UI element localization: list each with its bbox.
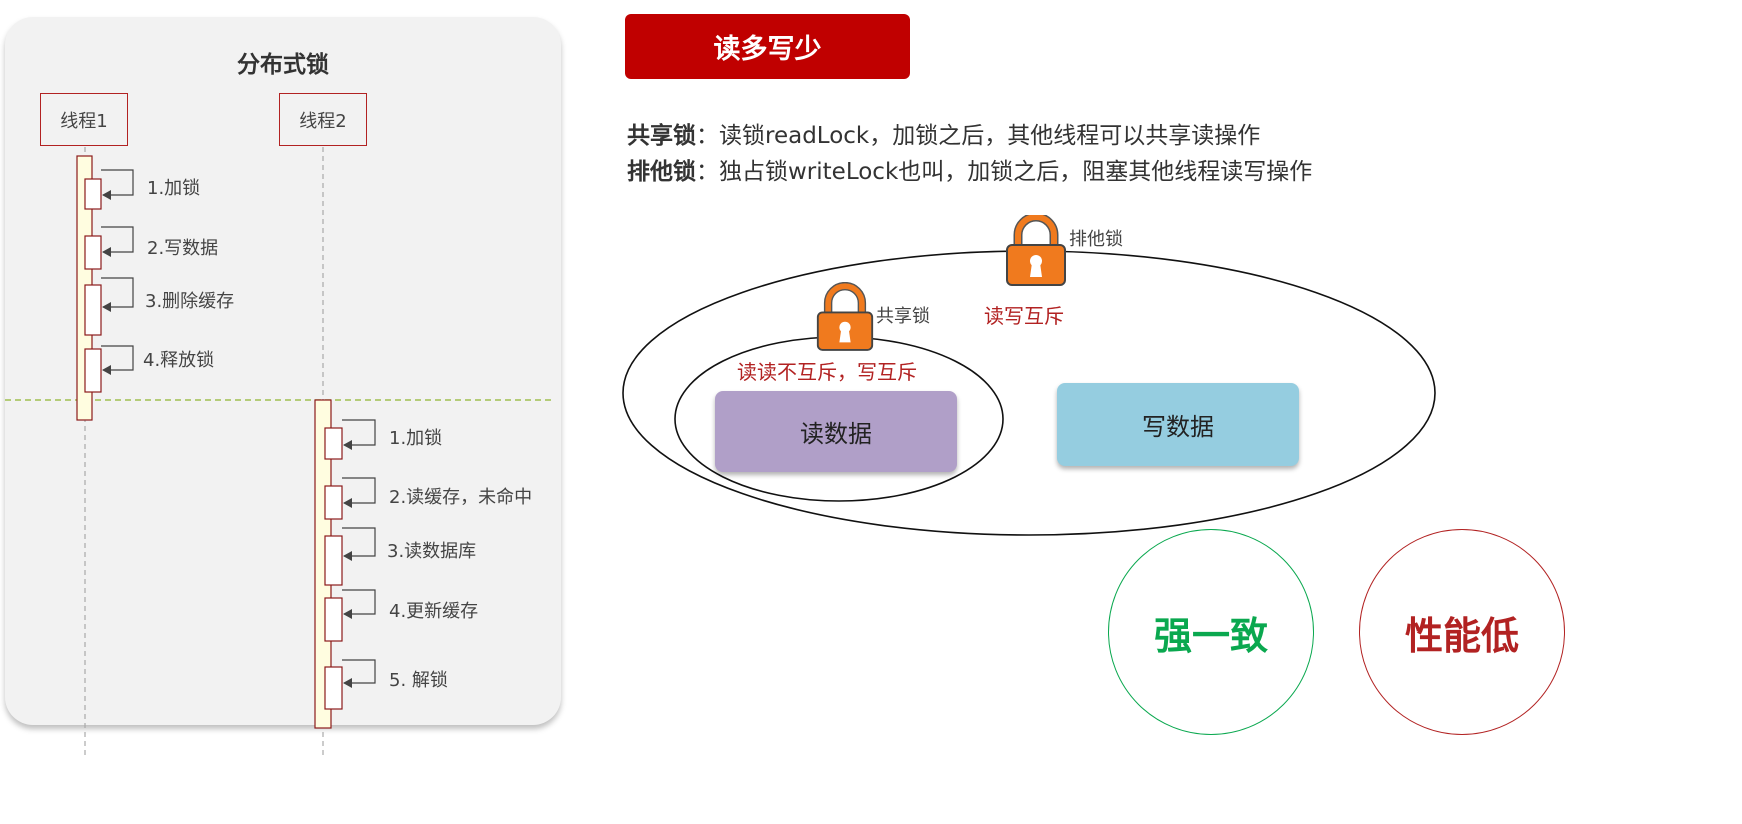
thread1-step4-arrow xyxy=(101,345,134,375)
shared-lock-text: ：读锁readLock，加锁之后，其他线程可以共享读操作 xyxy=(696,123,1261,149)
thread1-step2-activation xyxy=(84,235,102,270)
exclusive-lock-icon xyxy=(1006,215,1066,286)
thread1-step3-activation xyxy=(84,284,102,336)
shared-lock-term: 共享锁 xyxy=(627,123,696,149)
thread1-step1-label: 1.加锁 xyxy=(147,178,201,199)
thread1-step4-activation xyxy=(84,348,102,393)
thread2-step5-arrow xyxy=(342,659,376,688)
thread2-step1-activation xyxy=(324,427,343,460)
rw-mutex-note: 读写互斥 xyxy=(984,304,1064,328)
thread1-step3-label: 3.删除缓存 xyxy=(145,291,235,312)
shared-lock-icon xyxy=(816,282,874,351)
sequence-diagram-panel: 分布式锁 xyxy=(5,17,561,757)
thread1-header: 线程1 xyxy=(40,93,128,146)
thread1-step3-arrow xyxy=(101,277,134,312)
thread2-step3-label: 3.读数据库 xyxy=(387,541,477,562)
thread2-step5-activation xyxy=(324,666,343,710)
thread2-step1-label: 1.加锁 xyxy=(389,428,443,449)
write-data-box: 写数据 xyxy=(1057,383,1299,466)
panel-title: 分布式锁 xyxy=(237,52,329,78)
thread1-step1-activation xyxy=(84,178,102,210)
thread1-step2-label: 2.写数据 xyxy=(147,238,219,259)
exclusive-lock-text: ：独占锁writeLock也叫，加锁之后，阻塞其他线程读写操作 xyxy=(696,159,1313,185)
thread1-self-calls xyxy=(84,178,102,393)
thread2-step4-label: 4.更新缓存 xyxy=(389,601,479,622)
thread1-step1-arrow xyxy=(101,169,134,200)
title-banner: 读多写少 xyxy=(625,14,910,79)
thread2-self-calls xyxy=(324,427,343,710)
exclusive-lock-description: 排他锁：独占锁writeLock也叫，加锁之后，阻塞其他线程读写操作 xyxy=(627,152,1312,186)
thread2-step1-arrow xyxy=(342,419,376,450)
thread1-step4-label: 4.释放锁 xyxy=(143,350,215,371)
thread2-step4-activation xyxy=(324,597,343,642)
rr-not-mutex-note: 读读不互斥，写互斥 xyxy=(737,360,917,384)
strong-consistency-circle: 强一致 xyxy=(1108,529,1314,735)
thread2-step5-label: 5. 解锁 xyxy=(389,670,448,691)
exclusive-lock-label: 排他锁 xyxy=(1069,229,1123,250)
read-data-box: 读数据 xyxy=(715,391,957,472)
thread1-step2-arrow xyxy=(101,226,134,257)
shared-lock-label: 共享锁 xyxy=(876,306,930,327)
thread2-step3-arrow xyxy=(342,527,376,561)
thread2-step2-label: 2.读缓存，未命中 xyxy=(389,487,533,508)
exclusive-lock-term: 排他锁 xyxy=(627,159,696,185)
sequence-diagram-svg xyxy=(5,147,555,757)
thread2-step2-activation xyxy=(324,485,343,520)
thread2-step4-arrow xyxy=(342,589,376,619)
thread2-step2-arrow xyxy=(342,477,376,508)
thread2-step3-activation xyxy=(324,535,343,586)
low-performance-circle: 性能低 xyxy=(1359,529,1565,735)
shared-lock-description: 共享锁：读锁readLock，加锁之后，其他线程可以共享读操作 xyxy=(627,116,1260,150)
thread2-header: 线程2 xyxy=(279,93,367,146)
